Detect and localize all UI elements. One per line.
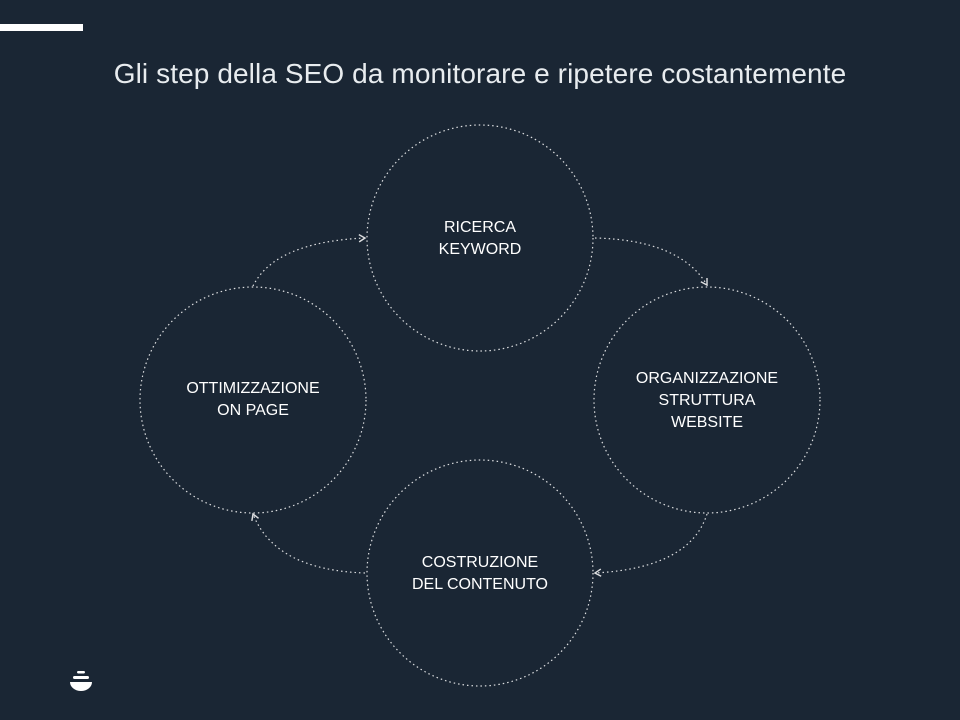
step-label-line: OTTIMIZZAZIONE [186,380,320,397]
step-circle-onpage [139,286,367,514]
step-label-content: COSTRUZIONE DEL CONTENUTO [380,552,580,596]
step-label-line: COSTRUZIONE [421,554,539,571]
accent-bar [0,24,83,31]
step-label-line: RICERCA [443,219,516,236]
step-label-line: DEL CONTENUTO [411,576,548,593]
arrow-content-to-onpage [251,512,366,574]
step-circle-structure [593,286,821,514]
arrow-keyword-to-structure [594,237,708,287]
step-label-keyword: RICERCA KEYWORD [380,217,580,261]
page-title: Gli step della SEO da monitorare e ripet… [113,58,847,89]
step-label-onpage: OTTIMIZZAZIONE ON PAGE [153,378,353,422]
step-circle-keyword [366,124,594,352]
step-label-line: ON PAGE [217,402,289,419]
arrow-structure-to-content [593,513,708,577]
step-label-line: STRUTTURA [658,392,756,409]
arrow-onpage-to-keyword [252,234,367,287]
brand-logo-icon [70,671,92,691]
step-label-line: ORGANIZZAZIONE [635,370,779,387]
step-label-line: WEBSITE [670,414,743,431]
step-circle-content [366,459,594,687]
step-label-line: KEYWORD [438,241,522,258]
step-label-structure: ORGANIZZAZIONE STRUTTURA WEBSITE [607,368,807,434]
